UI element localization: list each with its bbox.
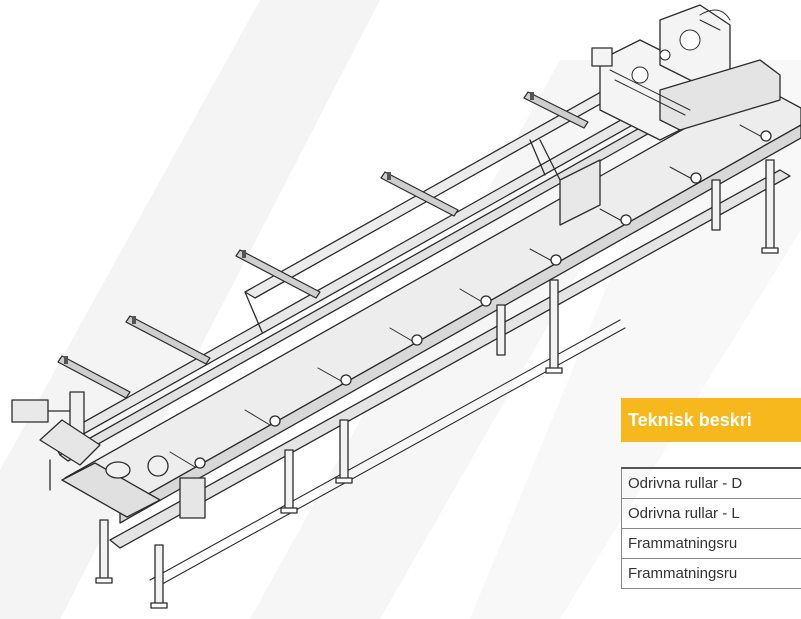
spec-row-label: Odrivna rullar - L (628, 505, 740, 522)
table-row: Odrivna rullar - L (621, 499, 801, 529)
table-row: Odrivna rullar - D (621, 469, 801, 499)
table-row: Frammatningsru (621, 559, 801, 589)
spec-section-header: Teknisk beskri (621, 398, 801, 442)
spec-row-label: Frammatningsru (628, 535, 738, 552)
spec-table: Odrivna rullar - D Odrivna rullar - L Fr… (621, 467, 801, 589)
spec-row-label: Odrivna rullar - D (628, 475, 743, 492)
spec-row-label: Frammatningsru (628, 565, 738, 582)
table-row: Frammatningsru (621, 529, 801, 559)
